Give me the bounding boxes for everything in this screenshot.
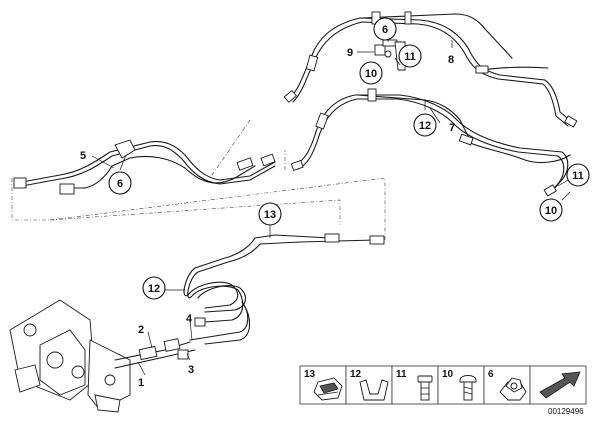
callout-11a: 11 <box>404 51 416 63</box>
arrow-icon <box>539 371 581 399</box>
line-group-8 <box>283 11 578 128</box>
parts-legend: 13 12 11 10 6 <box>299 365 587 416</box>
bracket-icon <box>359 379 389 401</box>
legend-num-6: 6 <box>488 369 494 380</box>
hydraulic-unit <box>9 299 196 413</box>
assembly-boundary-lines <box>11 119 386 240</box>
leader-lines <box>91 29 571 376</box>
callout-6b: 6 <box>382 24 388 36</box>
legend-cell-11 <box>391 365 439 405</box>
callout-8: 8 <box>448 54 454 66</box>
callout-10a: 10 <box>365 68 377 80</box>
nut-icon <box>499 377 527 401</box>
callout-12a: 12 <box>419 120 431 132</box>
legend-num-13: 13 <box>304 369 316 380</box>
callout-circle-6b: 6 <box>373 17 397 41</box>
callout-circle-10a: 10 <box>359 61 383 85</box>
callout-circle-12a: 12 <box>413 113 437 137</box>
callout-11b: 11 <box>572 170 584 182</box>
callout-10b: 10 <box>545 205 557 217</box>
callout-circle-13: 13 <box>258 202 282 226</box>
legend-num-12: 12 <box>350 369 362 380</box>
screw-icon <box>459 375 477 401</box>
bolt-icon <box>417 375 433 401</box>
callout-9: 9 <box>347 47 353 59</box>
callout-5: 5 <box>80 150 86 162</box>
callout-12b: 12 <box>148 283 160 295</box>
callout-4: 4 <box>186 313 193 325</box>
callout-6a: 6 <box>117 178 123 190</box>
line-group-5 <box>13 139 276 195</box>
line-group-12 <box>183 233 385 345</box>
callout-1: 1 <box>138 377 144 389</box>
callout-circle-6a: 6 <box>108 171 132 195</box>
callouts: 1 2 3 4 5 7 8 9 6 6 11 10 12 11 <box>80 17 590 389</box>
callout-circle-11a: 11 <box>398 44 422 68</box>
callout-circle-12b: 12 <box>142 276 166 300</box>
legend-num-10: 10 <box>442 369 454 380</box>
callout-13: 13 <box>264 209 276 221</box>
callout-2: 2 <box>138 324 144 336</box>
callout-3: 3 <box>188 364 194 376</box>
document-id: 00129496 <box>548 407 584 416</box>
callout-circle-10b: 10 <box>539 198 563 222</box>
callout-7: 7 <box>449 122 455 134</box>
clip-icon <box>313 377 343 401</box>
callout-circle-11b: 11 <box>566 163 590 187</box>
legend-num-11: 11 <box>396 369 407 380</box>
line-group-7 <box>290 88 571 197</box>
legend-cell-10 <box>437 365 485 405</box>
